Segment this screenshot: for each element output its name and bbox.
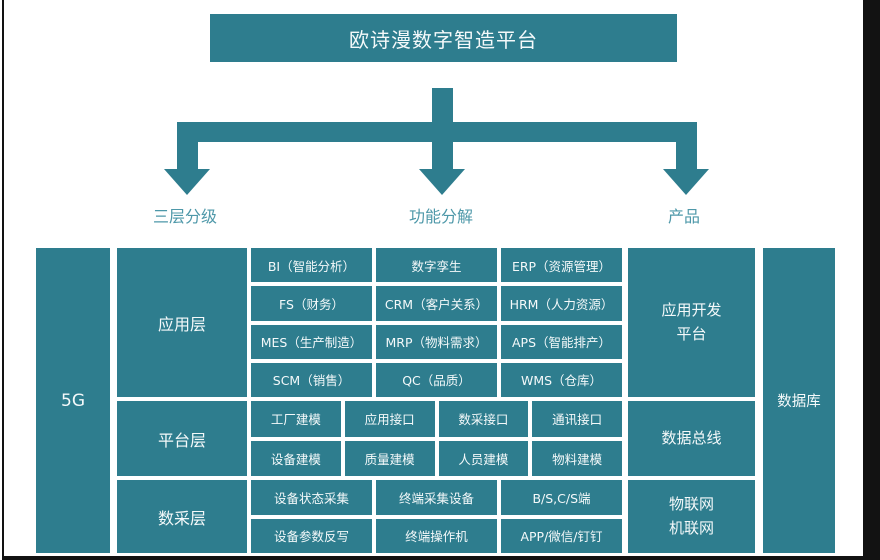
cell-mes: MES（生产制造） — [251, 324, 372, 359]
column-database: 数据库 — [763, 248, 835, 553]
arrow-left-head-icon — [164, 169, 210, 195]
application-cells-grid: BI（智能分析） 数字孪生 ERP（资源管理） FS（财务） CRM（客户关系）… — [251, 248, 622, 397]
cell-daq-interface: 数采接口 — [438, 401, 529, 437]
cell-device-modeling: 设备建模 — [251, 440, 341, 476]
connector-top-stem — [432, 88, 453, 124]
right-box-data-bus: 数据总线 — [628, 401, 755, 476]
data-acquisition-cells-grid: 设备状态采集 终端采集设备 B/S,C/S端 设备参数反写 终端操作机 APP/… — [251, 480, 622, 553]
cell-erp: ERP（资源管理） — [501, 248, 622, 283]
cell-scm: SCM（销售） — [251, 362, 372, 397]
cell-fs-finance: FS（财务） — [251, 286, 372, 321]
cell-terminal-operator-machine: 终端操作机 — [376, 518, 497, 553]
layer-label-application: 应用层 — [117, 248, 247, 397]
column-5g: 5G — [36, 248, 110, 553]
cell-mrp: MRP（物料需求） — [376, 324, 497, 359]
right-box-iot-machine-network: 物联网 机联网 — [628, 480, 755, 553]
left-frame-line — [2, 0, 4, 560]
cell-hrm: HRM（人力资源） — [501, 286, 622, 321]
cell-application-interface: 应用接口 — [344, 401, 435, 437]
arrow-middle-stem — [432, 140, 453, 169]
cell-digital-twin: 数字孪生 — [376, 248, 497, 283]
right-box-app-dev-platform: 应用开发 平台 — [628, 248, 755, 397]
arrow-middle-head-icon — [419, 169, 465, 195]
cell-terminal-collection-device: 终端采集设备 — [376, 480, 497, 515]
cell-factory-modeling: 工厂建模 — [251, 401, 341, 437]
cell-quality-modeling: 质量建模 — [344, 440, 435, 476]
cell-device-status-collection: 设备状态采集 — [251, 480, 372, 515]
arrow-right-stem — [676, 140, 697, 169]
cell-crm: CRM（客户关系） — [376, 286, 497, 321]
layer-label-data-acquisition: 数采层 — [117, 480, 247, 553]
branch-label-three-tier: 三层分级 — [152, 207, 217, 226]
cell-personnel-modeling: 人员建模 — [438, 440, 529, 476]
cell-qc: QC（品质） — [376, 362, 497, 397]
cell-aps: APS（智能排产） — [501, 324, 622, 359]
cell-device-param-writeback: 设备参数反写 — [251, 518, 372, 553]
right-frame-bar — [863, 0, 880, 560]
platform-cells-grid: 工厂建模 应用接口 数采接口 通讯接口 设备建模 质量建模 人员建模 物料建模 — [251, 401, 622, 476]
diagram-title: 欧诗漫数字智造平台 — [210, 14, 677, 62]
cell-app-wechat-dingtalk: APP/微信/钉钉 — [501, 518, 622, 553]
cell-wms: WMS（仓库） — [501, 362, 622, 397]
arrow-right-head-icon — [663, 169, 709, 195]
arrow-left-stem — [177, 140, 198, 169]
branch-label-function-decomposition: 功能分解 — [408, 207, 473, 226]
cell-bi-analysis: BI（智能分析） — [251, 248, 372, 283]
bottom-frame-bar — [4, 556, 863, 560]
cell-bs-cs-client: B/S,C/S端 — [501, 480, 622, 515]
layer-label-platform: 平台层 — [117, 401, 247, 476]
cell-material-modeling: 物料建模 — [532, 440, 622, 476]
connector-horizontal-bar — [177, 122, 697, 142]
branch-label-product: 产品 — [667, 207, 700, 226]
cell-communication-interface: 通讯接口 — [532, 401, 622, 437]
